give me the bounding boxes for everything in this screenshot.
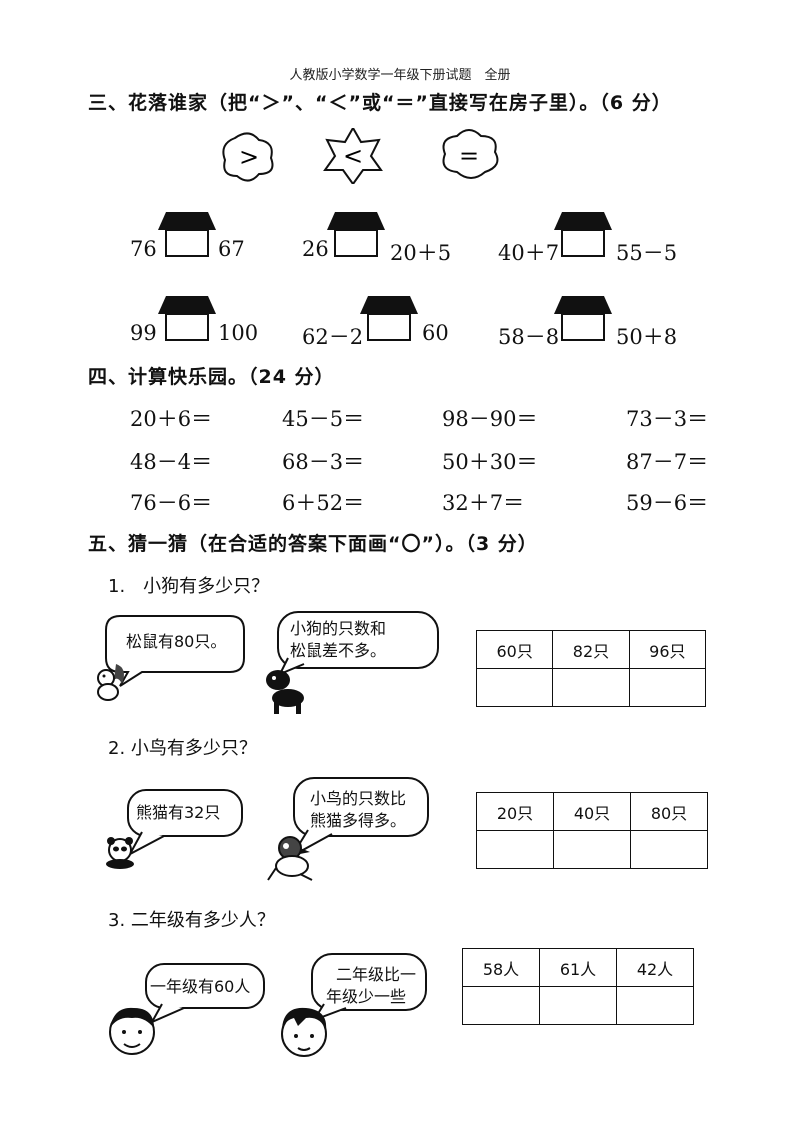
question-1-title: 1. 小狗有多少只？ xyxy=(108,576,270,597)
bubble-text-line2: 松鼠差不多。 xyxy=(290,641,387,660)
compare-left: 26 xyxy=(302,237,329,261)
calc-problem: 48－4＝ xyxy=(130,450,213,474)
answer-cell[interactable] xyxy=(475,668,554,707)
squirrel-icon xyxy=(97,664,124,701)
house-box[interactable] xyxy=(360,296,418,342)
calc-problem: 98－90＝ xyxy=(442,407,538,431)
calc-problem: 73－3＝ xyxy=(626,407,709,431)
section-4-title: 四、计算快乐园。（24 分） xyxy=(88,366,335,388)
answer-cell[interactable] xyxy=(462,986,540,1025)
flower-eq-icon: = xyxy=(442,129,499,179)
answer-cell[interactable] xyxy=(630,830,708,869)
bubble-text-line1: 小狗的只数和 xyxy=(290,619,387,638)
bubble-text: 一年级有60人 xyxy=(150,977,251,996)
compare-left: 58－8 xyxy=(498,325,560,349)
bubble-text: 松鼠有80只。 xyxy=(126,632,227,651)
bubble-text-line2: 年级少一些 xyxy=(326,987,407,1006)
calc-problem: 45－5＝ xyxy=(282,407,365,431)
house-box[interactable] xyxy=(158,296,216,342)
answer-cell[interactable] xyxy=(552,668,630,707)
section-3-title: 三、花落谁家（把“＞”、“＜”或“＝”直接写在房子里）。（6 分） xyxy=(88,92,672,114)
compare-right: 55－5 xyxy=(616,241,678,265)
house-box[interactable] xyxy=(554,212,612,258)
speech-bubble-left xyxy=(127,789,243,857)
answer-option: 20只 xyxy=(476,792,554,831)
house-box[interactable] xyxy=(554,296,612,342)
house-box[interactable] xyxy=(327,212,385,258)
answer-cell[interactable] xyxy=(616,986,694,1025)
compare-left: 76 xyxy=(130,237,157,261)
bird-icon xyxy=(267,836,313,881)
flower-lt-symbol: < xyxy=(343,142,363,170)
compare-left: 40＋7 xyxy=(498,241,560,265)
boy-face-icon xyxy=(109,1007,155,1055)
flower-eq-symbol: = xyxy=(459,142,479,170)
compare-right: 100 xyxy=(218,321,259,345)
calc-problem: 32＋7＝ xyxy=(442,491,525,515)
flower-gt-symbol: > xyxy=(239,143,259,171)
answer-option: 40只 xyxy=(553,792,631,831)
answer-table: 20只 40只 80只 xyxy=(476,792,708,869)
answer-cell[interactable] xyxy=(539,986,617,1025)
question-2-title: 2. 小鸟有多少只？ xyxy=(108,738,257,759)
calc-problem: 50＋30＝ xyxy=(442,450,538,474)
panda-icon xyxy=(106,837,134,869)
calc-problem: 68－3＝ xyxy=(282,450,365,474)
answer-option: 80只 xyxy=(630,792,708,831)
flower-symbols: > < = xyxy=(222,128,499,184)
answer-option: 96只 xyxy=(628,630,707,669)
calc-problem: 20＋6＝ xyxy=(130,407,213,431)
answer-option: 58人 xyxy=(462,948,540,987)
bubble-text: 熊猫有32只 xyxy=(136,803,221,822)
bubble-text-line1: 小鸟的只数比 xyxy=(310,789,407,808)
compare-right: 67 xyxy=(218,237,245,261)
answer-option: 60只 xyxy=(475,630,554,669)
compare-left: 62－2 xyxy=(302,325,364,349)
compare-right: 60 xyxy=(422,321,449,345)
bubble-text-line2: 熊猫多得多。 xyxy=(310,811,407,830)
bubble-text-line1: 二年级比一 xyxy=(336,965,417,984)
answer-cell[interactable] xyxy=(553,830,631,869)
compare-left: 99 xyxy=(130,321,157,345)
calc-problem: 76－6＝ xyxy=(130,491,213,515)
calc-problem: 6＋52＝ xyxy=(282,491,365,515)
section-5-title: 五、猜一猜（在合适的答案下面画“〇”）。（3 分） xyxy=(88,533,538,555)
page-header: 人教版小学数学一年级下册试题 全册 xyxy=(289,68,511,83)
answer-table: 60只 82只 96只 xyxy=(475,630,707,707)
speech-bubble-right xyxy=(277,611,439,676)
dog-icon xyxy=(266,670,304,714)
answer-option: 42人 xyxy=(616,948,694,987)
compare-right: 50＋8 xyxy=(616,325,678,349)
answer-option: 82只 xyxy=(552,630,630,669)
boy-face-icon xyxy=(281,1007,327,1057)
house-box[interactable] xyxy=(158,212,216,258)
compare-right: 20＋5 xyxy=(390,241,452,265)
answer-cell[interactable] xyxy=(628,668,707,707)
calc-problem: 87－7＝ xyxy=(626,450,709,474)
question-3-title: 3. 二年级有多少人？ xyxy=(108,910,275,931)
answer-cell[interactable] xyxy=(476,830,554,869)
flower-lt-icon: < xyxy=(323,128,383,184)
calc-problem: 59－6＝ xyxy=(626,491,709,515)
answer-option: 61人 xyxy=(539,948,617,987)
answer-table: 58人 61人 42人 xyxy=(462,948,694,1025)
flower-gt-icon: > xyxy=(222,132,274,182)
speech-bubble-left xyxy=(105,615,245,687)
